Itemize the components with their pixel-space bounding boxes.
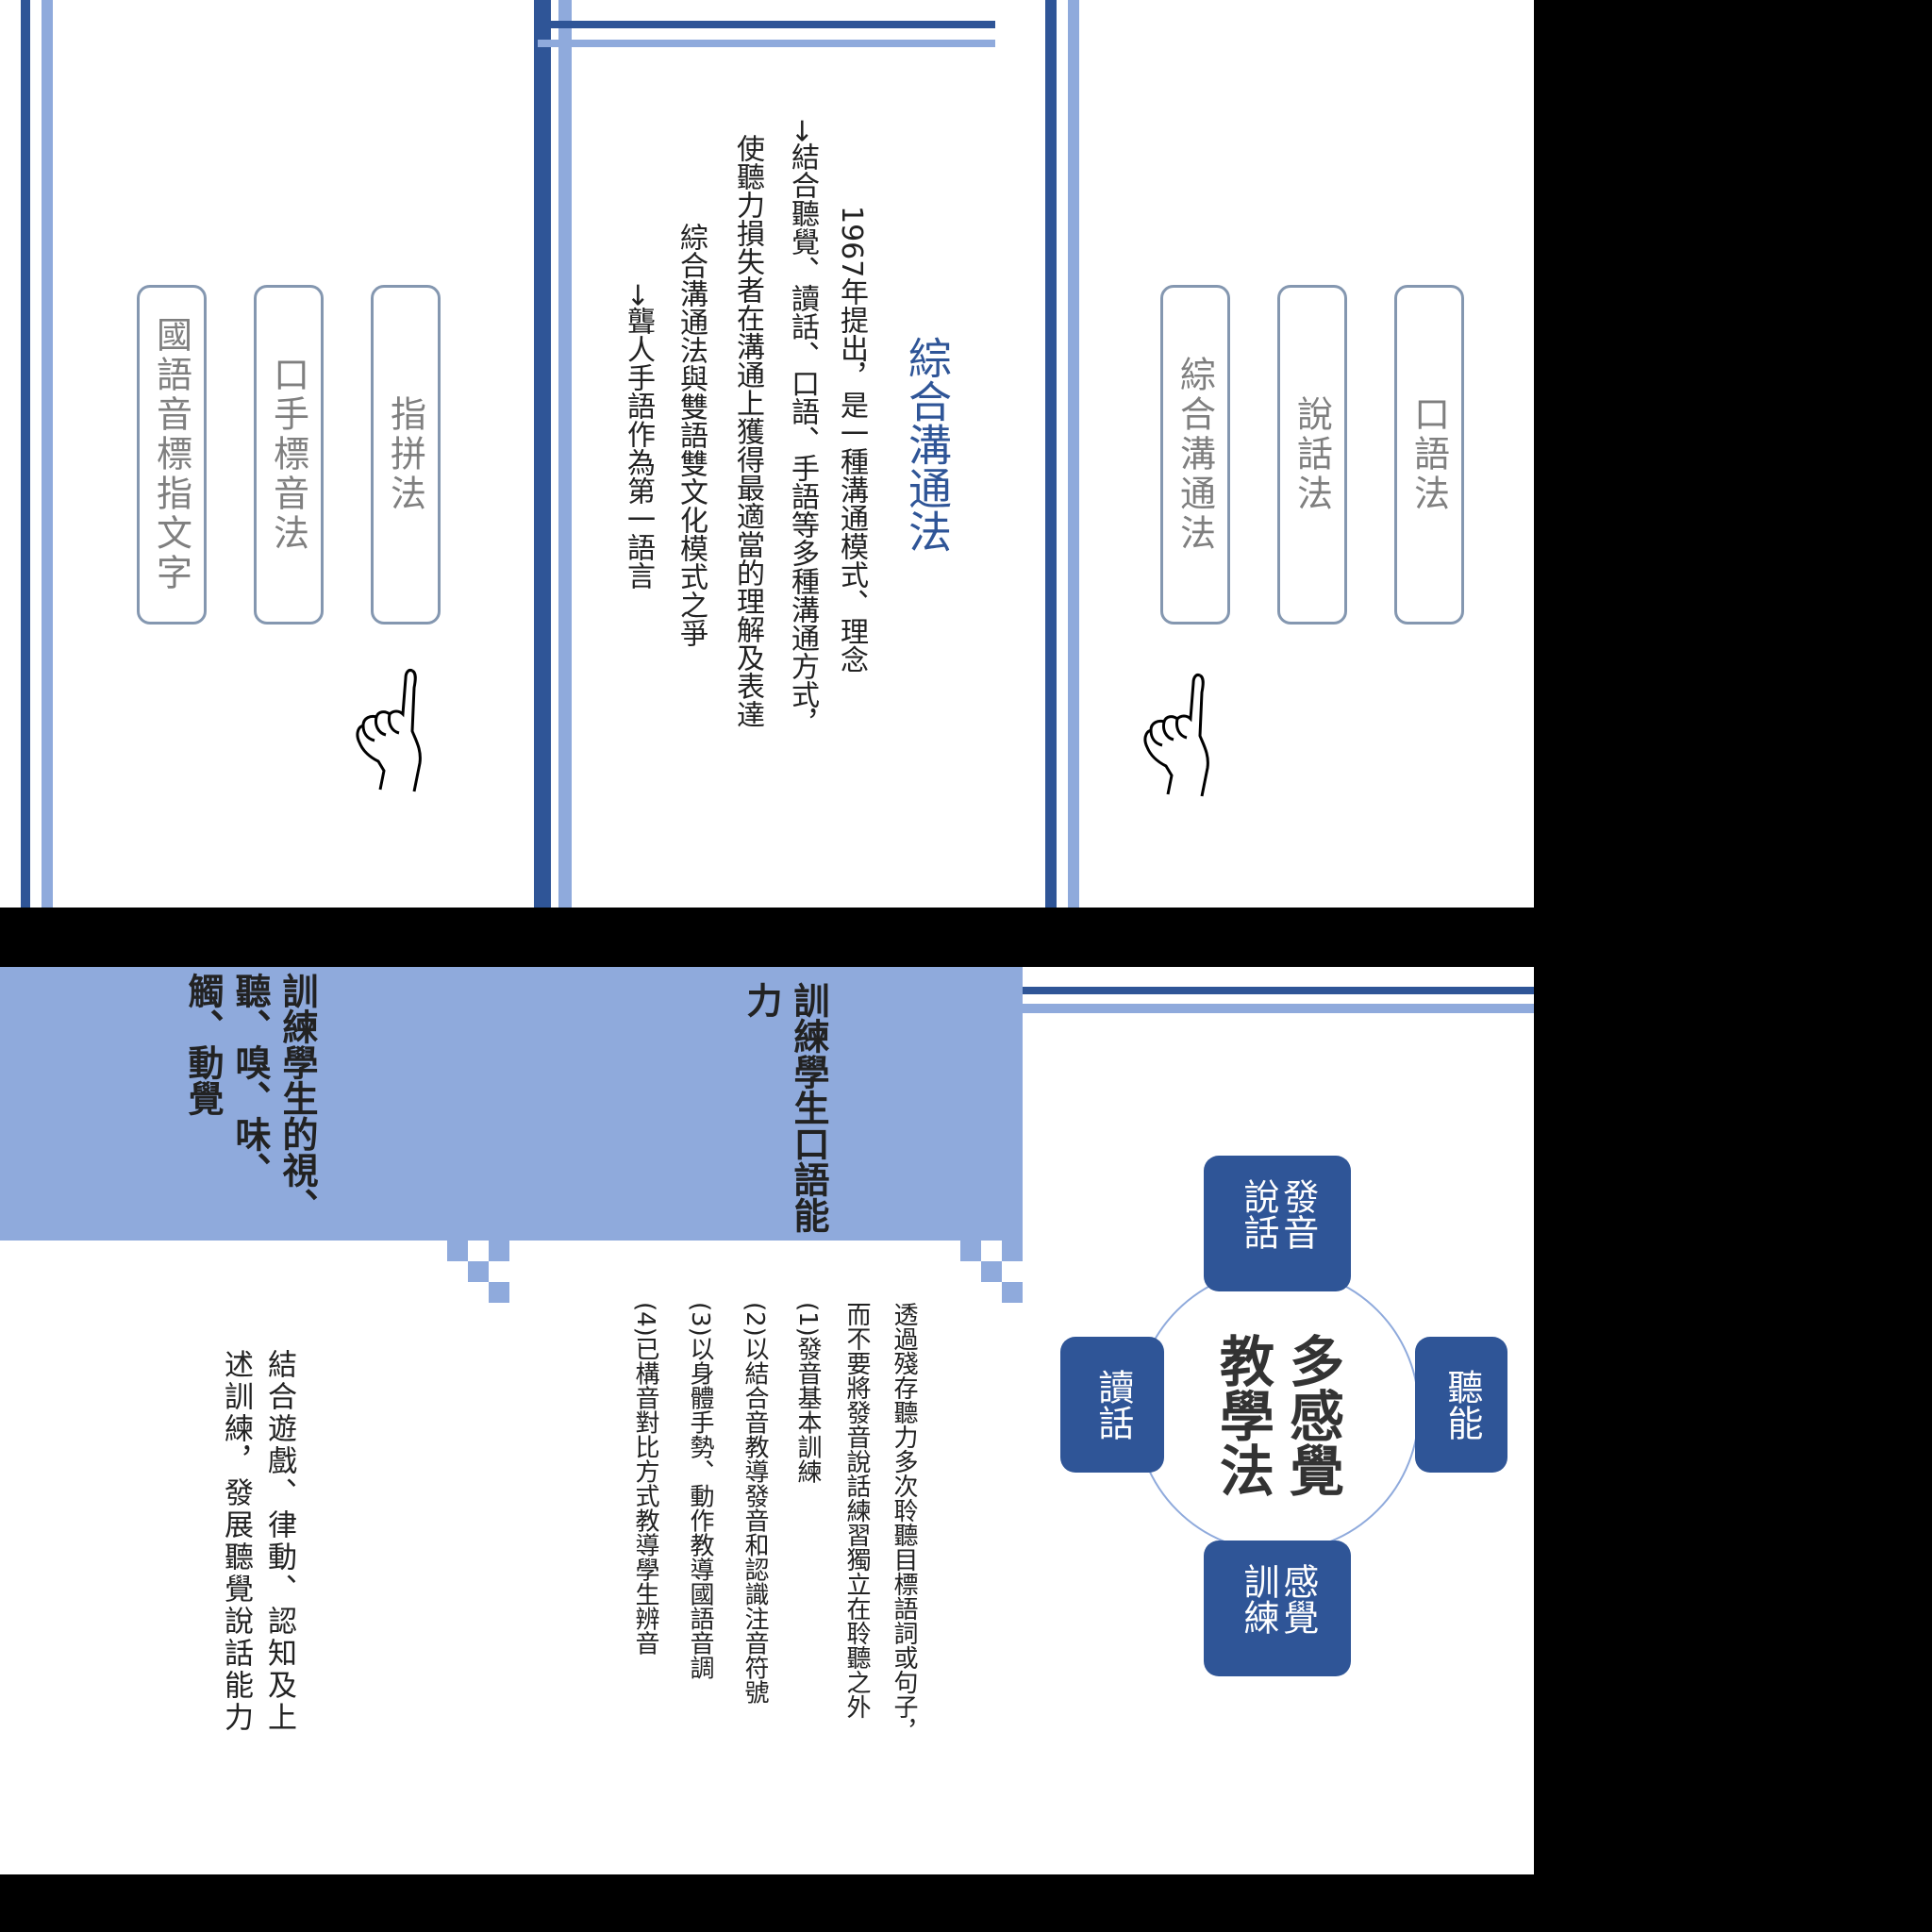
option-pill-2: 口手標音法 <box>254 285 324 625</box>
header-band <box>0 967 1023 1241</box>
body-line-4: 綜合溝通法與雙語雙文化模式之爭 <box>675 223 708 647</box>
pointing-hand-icon <box>1143 674 1209 797</box>
slide-bottom-left: 訓練學生的視、聽、嗅、味、觸、動覺 訓練學生口語能力 結合遊戲、律動、認知及上 … <box>0 967 1023 1874</box>
body-line-5: →聾人手語作為第一語言 <box>622 283 655 591</box>
option-label: 指拼法 <box>384 395 426 514</box>
stripe-left-light <box>42 0 53 908</box>
slide-title: 綜合溝通法 <box>902 336 953 553</box>
node-label: 發音說話 <box>1238 1178 1319 1250</box>
checker-decoration-left <box>447 1241 509 1303</box>
body-line-2: →結合聽覺、讀話、口語、手語等多種溝通方式， <box>786 119 819 738</box>
option-label: 國語音標指文字 <box>150 316 192 593</box>
slide-bottom-right: 多感覺教學法 發音說話 聽能 感覺訓練 讀話 <box>1023 967 1534 1874</box>
node-right: 聽能 <box>1415 1337 1507 1473</box>
option-label: 口手標音法 <box>267 356 309 554</box>
node-label: 讀話 <box>1091 1369 1134 1441</box>
slide-right-top: 綜合溝通法 說話法 口語法 <box>1047 0 1534 908</box>
option-pill-3: 指拼法 <box>371 285 441 625</box>
header-right: 訓練學生口語能力 <box>741 982 829 1233</box>
node-left: 讀話 <box>1060 1337 1164 1473</box>
stripe-h <box>1023 987 1534 994</box>
slide-mid-top: 綜合溝通法 1967年提出，是一種溝通模式、理念 →結合聽覺、讀話、口語、手語等… <box>538 0 1047 908</box>
node-top: 發音說話 <box>1204 1156 1351 1291</box>
stripe-h-light <box>538 40 995 47</box>
option-label: 說話法 <box>1291 395 1333 514</box>
option-label: 綜合溝通法 <box>1174 356 1216 554</box>
stripe-h <box>538 21 995 28</box>
option-pill-3: 口語法 <box>1394 285 1464 625</box>
stripe-h-light <box>1023 1004 1534 1013</box>
text-right-line-6: (4)已構音對比方式教導學生辨音 <box>631 1302 659 1656</box>
text-right-line-3: (1)發音基本訓練 <box>793 1302 822 1484</box>
text-left-line-1: 結合遊戲、律動、認知及上 <box>262 1349 296 1734</box>
node-label: 感覺訓練 <box>1238 1563 1319 1635</box>
body-line-1: 1967年提出，是一種溝通模式、理念 <box>835 206 868 675</box>
text-right-line-4: (2)以結合音教導發音和認識注音符號 <box>741 1302 769 1705</box>
option-pill-1: 綜合溝通法 <box>1160 285 1230 625</box>
pointing-hand-icon <box>356 669 422 792</box>
stripe-right <box>1045 0 1047 908</box>
stripe <box>1047 0 1057 908</box>
slide-left-top: 國語音標指文字 口手標音法 指拼法 <box>0 0 538 908</box>
text-left-line-2: 述訓練，發展聽覺說話能力 <box>219 1349 253 1734</box>
stripe-left <box>21 0 30 908</box>
option-label: 口語法 <box>1407 395 1450 514</box>
checker-decoration-right <box>960 1241 1023 1303</box>
option-pill-1: 國語音標指文字 <box>137 285 207 625</box>
text-right-line-5: (3)以身體手勢、動作教導國語音調 <box>686 1302 714 1680</box>
stripe <box>558 0 572 908</box>
diagram-center: 多感覺教學法 <box>1210 1333 1344 1497</box>
node-bottom: 感覺訓練 <box>1204 1541 1351 1676</box>
stripe <box>538 0 551 908</box>
header-left: 訓練學生的視、聽、嗅、味、觸、動覺 <box>182 973 318 1224</box>
text-right-line-2: 而不要將發音說話練習獨立在聆聽之外 <box>842 1302 871 1719</box>
stripe-light <box>1068 0 1079 908</box>
stripe-right <box>534 0 538 908</box>
text-right-line-1: 透過殘存聽力多次聆聽目標語詞或句子， <box>890 1302 918 1743</box>
option-pill-2: 說話法 <box>1277 285 1347 625</box>
node-label: 聽能 <box>1441 1369 1483 1441</box>
body-line-3: 使聽力損失者在溝通上獲得最適當的理解及表達 <box>731 134 764 728</box>
